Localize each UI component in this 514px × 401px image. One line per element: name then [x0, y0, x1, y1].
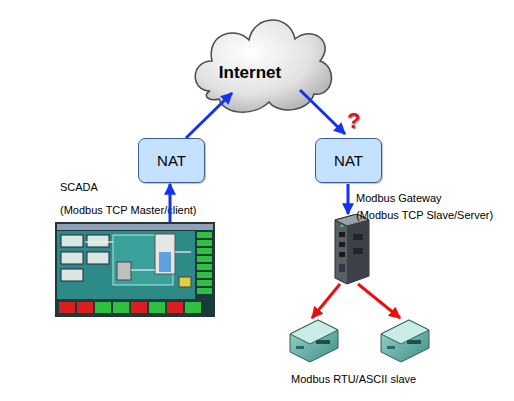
screen-buttons-part — [197, 256, 212, 262]
gateway-ports-part — [353, 234, 363, 240]
screen-buttons-part — [197, 288, 212, 294]
network-arrow — [300, 90, 345, 134]
screen-buttons-part — [197, 272, 212, 278]
screen-buttons-part — [197, 280, 212, 286]
node-text: Modbus Gateway — [356, 191, 442, 205]
gateway-ports-part — [341, 225, 344, 228]
rtu-slave-module-part — [381, 320, 429, 344]
screen-view — [57, 231, 195, 299]
rtu-slave-module-part — [316, 340, 330, 344]
rtu-slave-module-part — [290, 320, 338, 362]
internet-cloud: Internet — [188, 5, 334, 120]
network-arrow — [186, 93, 232, 138]
node-text: (Modbus TCP Slave/Server) — [356, 208, 493, 222]
screen-frame — [55, 222, 215, 317]
gateway-ports-part — [339, 232, 345, 237]
screen-buttons-part — [167, 302, 183, 313]
screen-buttons-part — [149, 302, 165, 313]
scada-station: SCADA (Modbus TCP Master/client) — [55, 180, 220, 318]
screen-panels-part — [61, 269, 83, 281]
screen-panels-part — [131, 269, 155, 270]
screen-buttons-part — [197, 232, 212, 238]
network-arrow — [169, 184, 172, 222]
screen-buttons-part — [77, 302, 93, 313]
screen-panels-part — [87, 252, 109, 264]
gateway-ports-part — [339, 252, 345, 257]
screen-buttons-part — [197, 240, 212, 246]
rtu-slave-module — [381, 320, 429, 362]
rtu-slave-module — [290, 320, 338, 362]
screen-buttons-part — [113, 302, 129, 313]
screen-buttons-part — [197, 248, 212, 254]
network-arrow — [347, 184, 350, 214]
gateway-device — [329, 214, 373, 286]
question-mark: ? — [347, 108, 360, 134]
gateway-ports-part — [353, 248, 363, 254]
node-text: NAT — [139, 152, 204, 170]
nat-box: NAT — [315, 138, 382, 183]
rtu-slave-module-part — [381, 320, 429, 362]
rtu-slave-module-part — [290, 320, 338, 344]
rtu-slave-module-part — [387, 346, 395, 349]
node-text: NAT — [316, 152, 381, 170]
node-text: (Modbus TCP Master/client) — [60, 203, 197, 217]
screen-panels-part — [175, 251, 191, 252]
screen-buttons-part — [197, 264, 212, 270]
nat-box: NAT — [138, 138, 205, 183]
screen-panels-part — [155, 234, 175, 274]
gateway-body — [335, 214, 369, 284]
screen-buttons — [59, 232, 212, 313]
screen-panels-part — [61, 252, 83, 264]
cloud-shape — [188, 5, 334, 120]
node-text: Internet — [188, 63, 312, 83]
screen-panels-part — [159, 252, 171, 272]
screen-buttons-part — [95, 302, 111, 313]
rtu-slave-module-part — [296, 346, 304, 349]
gateway-ports — [339, 225, 363, 272]
gateway-side — [347, 220, 369, 284]
screen-titlebar — [57, 224, 213, 230]
serial-link-arrow — [312, 284, 340, 318]
slave-caption: Modbus RTU/ASCII slave — [291, 373, 416, 385]
modbus-gateway: Modbus Gateway (Modbus TCP Slave/Server) — [325, 190, 510, 287]
screen-panels-part — [85, 241, 113, 242]
gateway-ports-part — [339, 264, 345, 272]
screen-panels-part — [87, 235, 109, 247]
screen-panels-part — [179, 277, 191, 287]
screen-panels — [61, 234, 191, 287]
screen-panels-part — [61, 235, 83, 247]
gateway-ports-part — [339, 242, 345, 247]
serial-link-arrow — [358, 284, 400, 318]
rtu-slave-module-part — [407, 340, 421, 344]
screen-panels-part — [117, 262, 131, 280]
scada-screen — [55, 222, 215, 317]
screen-buttons-part — [131, 302, 147, 313]
screen-buttons-part — [59, 302, 75, 313]
node-text: SCADA — [60, 180, 98, 194]
screen-buttons-part — [185, 302, 201, 313]
